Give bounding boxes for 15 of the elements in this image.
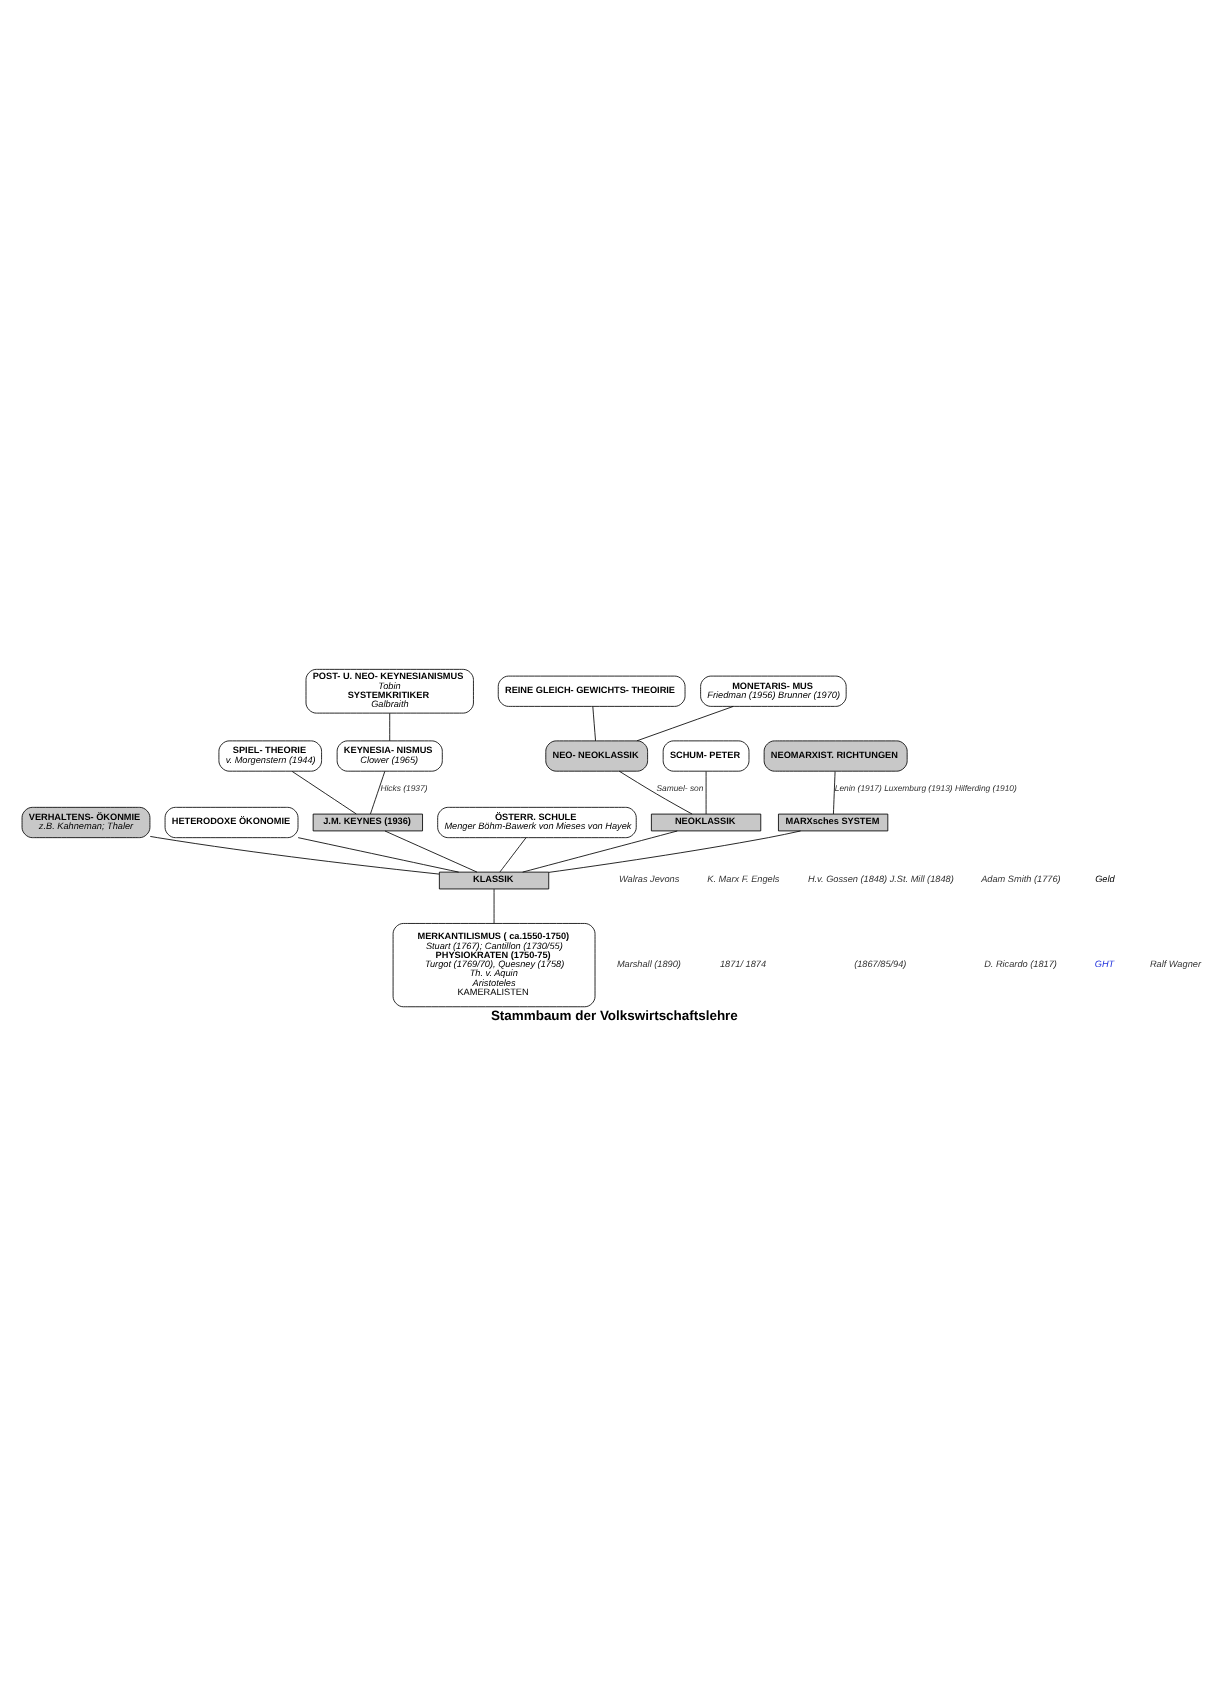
connector <box>548 829 801 872</box>
connector <box>297 836 460 872</box>
connector <box>370 770 386 814</box>
connector <box>389 711 391 741</box>
connector <box>291 770 357 814</box>
connector <box>522 829 678 872</box>
connector <box>833 770 836 814</box>
connector <box>618 769 693 814</box>
connector <box>592 705 596 741</box>
connector <box>384 829 478 872</box>
connector <box>149 835 440 874</box>
connector <box>705 770 707 814</box>
connector <box>499 836 527 872</box>
connector <box>636 705 734 741</box>
connector <box>493 887 495 923</box>
